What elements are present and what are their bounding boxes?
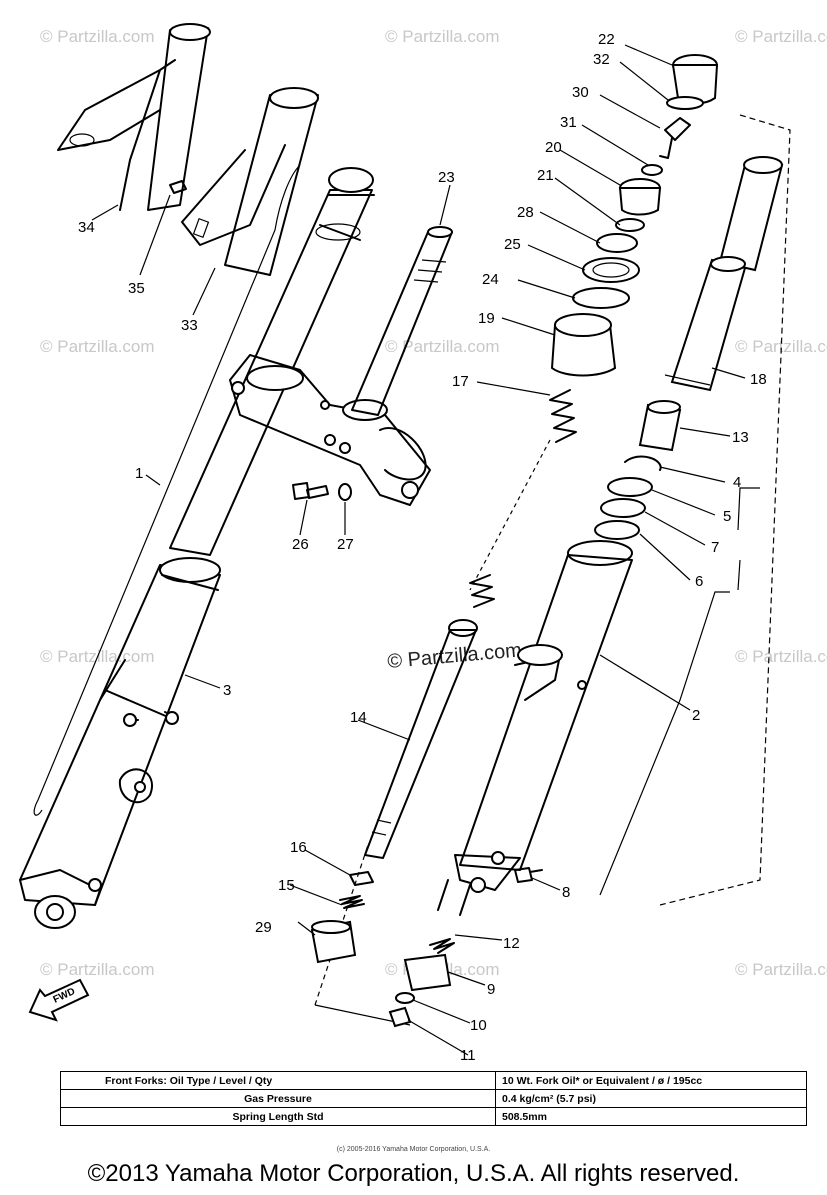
callout-10: 10 <box>470 1017 487 1034</box>
damper-rod <box>310 619 478 1026</box>
callout-15: 15 <box>278 877 295 894</box>
spec-row: Gas Pressure 0.4 kg/cm² (5.7 psi) <box>60 1089 807 1108</box>
callout-8: 8 <box>562 884 570 901</box>
right-fork-assembly <box>388 114 791 1028</box>
spec-label: Spring Length Std <box>60 1107 496 1126</box>
spec-value: 0.4 kg/cm² (5.7 psi) <box>495 1089 807 1108</box>
callout-1: 1 <box>135 465 143 482</box>
fwd-arrow: FWD <box>28 978 90 1022</box>
spec-row: Front Forks: Oil Type / Level / Qty 10 W… <box>60 1071 807 1090</box>
exploded-parts-diagram: © Partzilla.com © Partzilla.com © Partzi… <box>19 23 827 1060</box>
callout-7: 7 <box>711 539 719 556</box>
watermark-layer: © Partzilla.com © Partzilla.com © Partzi… <box>40 27 827 979</box>
callout-16: 16 <box>290 839 307 856</box>
callout-23: 23 <box>438 169 455 186</box>
spec-table: Front Forks: Oil Type / Level / Qty 10 W… <box>60 1071 807 1126</box>
under-bracket <box>229 354 431 506</box>
leader-lines <box>91 44 760 1056</box>
callout-20: 20 <box>545 139 562 156</box>
callout-18: 18 <box>750 371 767 388</box>
callout-2: 2 <box>692 707 700 724</box>
spec-row: Spring Length Std 508.5mm <box>60 1107 807 1126</box>
callout-26: 26 <box>292 536 309 553</box>
callout-9: 9 <box>487 981 495 998</box>
callout-4: 4 <box>733 474 741 491</box>
watermark-center: © Partzilla.com <box>387 639 523 673</box>
callout-25: 25 <box>504 236 521 253</box>
watermark: © Partzilla.com <box>735 647 827 666</box>
callout-24: 24 <box>482 271 499 288</box>
spec-label: Front Forks: Oil Type / Level / Qty <box>60 1071 496 1090</box>
callout-13: 13 <box>732 429 749 446</box>
steering-stem <box>351 226 453 416</box>
callout-28: 28 <box>517 204 534 221</box>
watermark: © Partzilla.com <box>735 337 827 356</box>
fork-spring <box>469 389 577 608</box>
callout-33: 33 <box>181 317 198 334</box>
left-fork-assembly <box>19 23 375 929</box>
watermark: © Partzilla.com <box>40 27 155 46</box>
callout-14: 14 <box>350 709 367 726</box>
copyright-notice: ©2013 Yamaha Motor Corporation, U.S.A. A… <box>87 1160 740 1187</box>
callout-32: 32 <box>593 51 610 68</box>
callout-22: 22 <box>598 31 615 48</box>
spec-label: Gas Pressure <box>60 1089 496 1108</box>
callout-34: 34 <box>78 219 95 236</box>
watermark: © Partzilla.com <box>735 960 827 979</box>
callout-19: 19 <box>478 310 495 327</box>
watermark: © Partzilla.com <box>735 27 827 46</box>
watermark: © Partzilla.com <box>40 960 155 979</box>
callout-5: 5 <box>723 508 731 525</box>
watermark: © Partzilla.com <box>385 27 500 46</box>
callout-numbers: 22 32 30 31 20 21 28 25 24 19 23 17 18 1… <box>78 31 767 1060</box>
callout-3: 3 <box>223 682 231 699</box>
top-cap-stack <box>550 54 719 377</box>
callout-12: 12 <box>503 935 520 952</box>
watermark: © Partzilla.com <box>40 337 155 356</box>
callout-29: 29 <box>255 919 272 936</box>
callout-17: 17 <box>452 373 469 390</box>
watermark: © Partzilla.com <box>385 337 500 356</box>
callout-27: 27 <box>337 536 354 553</box>
callout-35: 35 <box>128 280 145 297</box>
small-copyright: (c) 2005-2016 Yamaha Motor Corporation, … <box>336 1146 491 1153</box>
callout-31: 31 <box>560 114 577 131</box>
callout-6: 6 <box>695 573 703 590</box>
callout-11: 11 <box>460 1047 476 1060</box>
spec-value: 508.5mm <box>495 1107 807 1126</box>
callout-30: 30 <box>572 84 589 101</box>
callout-21: 21 <box>537 167 554 184</box>
spec-value: 10 Wt. Fork Oil* or Equivalent / ø / 195… <box>495 1071 807 1090</box>
